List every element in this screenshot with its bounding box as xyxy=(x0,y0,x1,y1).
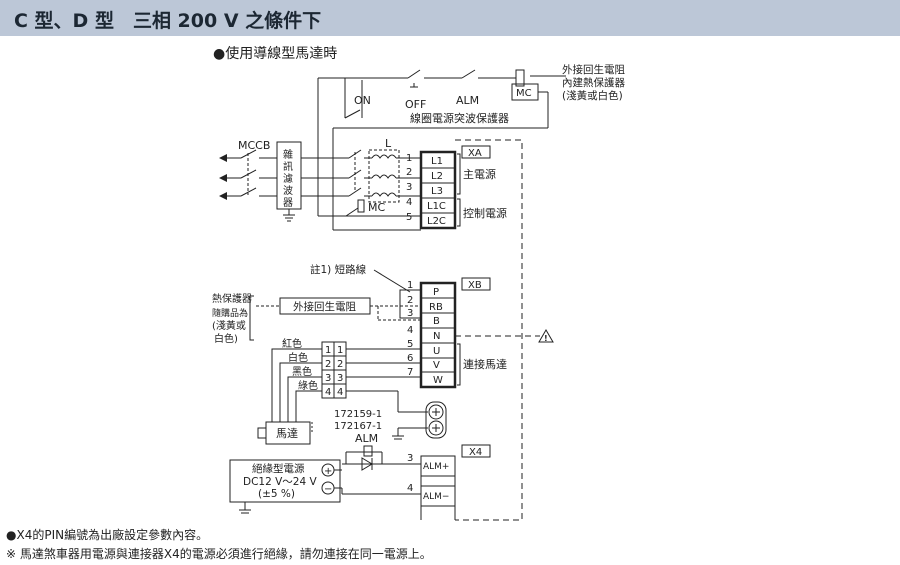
xb-pin-2: 2 xyxy=(407,295,413,306)
part-number-2: 172167-1 xyxy=(334,421,382,432)
main-power-label: 主電源 xyxy=(463,167,496,181)
thermal-protector-line3: (淺黃或 xyxy=(212,319,246,332)
xa-terminal-l1: L1 xyxy=(431,156,443,167)
mc-contact-label: MC xyxy=(368,201,385,214)
psu-plus: + xyxy=(324,466,332,477)
mccb-label: MCCB xyxy=(238,139,270,152)
xb-pin-7: 7 xyxy=(407,367,413,378)
psu-tolerance: (±5 %) xyxy=(258,488,295,500)
noise-filter-char-5: 器 xyxy=(283,197,293,209)
mc-coil-label: MC xyxy=(516,88,532,99)
wire-color-white: 白色 xyxy=(288,351,308,364)
wire-num-3a: 3 xyxy=(325,373,331,384)
noise-filter-char-4: 波 xyxy=(283,184,293,197)
xa-label: XA xyxy=(468,148,482,159)
xb-pin-1: 1 xyxy=(407,280,413,291)
footnote-isolation: ※ 馬達煞車器用電源與連接器X4的電源必須進行絕緣，請勿連接在同一電源上。 xyxy=(6,547,432,561)
psu-minus: − xyxy=(324,484,332,495)
wire-num-3b: 3 xyxy=(337,373,343,384)
surge-protector-label: 線圈電源突波保護器 xyxy=(410,111,509,125)
noise-filter-char-2: 訊 xyxy=(283,160,293,173)
header-bar: C 型、D 型 三相 200 V 之條件下 xyxy=(0,0,900,36)
xa-pin-3: 3 xyxy=(406,182,412,193)
xb-terminal-p: P xyxy=(433,287,439,298)
motor-connect-label: 連接馬達 xyxy=(463,357,507,371)
xb-terminal-n: N xyxy=(433,331,440,342)
x4-pin-3: 3 xyxy=(407,453,413,464)
wire-num-1b: 1 xyxy=(337,345,343,356)
thermal-protector-line4: 白色) xyxy=(214,332,238,345)
xb-label: XB xyxy=(468,280,482,291)
page-title: C 型、D 型 三相 200 V 之條件下 xyxy=(14,10,322,32)
xb-pin-4: 4 xyxy=(407,325,413,336)
thermal-note-line2: 內建熱保護器 xyxy=(562,76,625,89)
xa-pin-1: 1 xyxy=(406,153,412,164)
x4-pin-4: 4 xyxy=(407,483,413,494)
thermal-note-line1: 外接回生電阻 xyxy=(562,63,625,76)
noise-filter-char-3: 濾 xyxy=(283,172,293,185)
xa-terminal-l2c: L2C xyxy=(427,216,446,227)
wire-num-1a: 1 xyxy=(325,345,331,356)
wire-color-black: 黑色 xyxy=(292,365,312,378)
wire-num-2b: 2 xyxy=(337,359,343,370)
xa-pin-4: 4 xyxy=(406,197,412,208)
thermal-note-line3: (淺黃或白色) xyxy=(562,89,623,102)
xb-terminal-w: W xyxy=(433,375,443,386)
x4-alm-plus: ALM+ xyxy=(423,462,449,472)
ext-resistor-label: 外接回生電阻 xyxy=(293,300,356,313)
reactor-label: L xyxy=(385,137,392,150)
x4-label: X4 xyxy=(469,447,482,458)
wire-num-4a: 4 xyxy=(325,387,331,398)
xb-terminal-rb: RB xyxy=(429,302,443,313)
footnote-x4-pin: ●X4的PIN編號為出廠設定參數內容。 xyxy=(6,528,209,542)
wire-num-2a: 2 xyxy=(325,359,331,370)
wire-num-4b: 4 xyxy=(337,387,343,398)
xb-terminal-b: B xyxy=(433,316,440,327)
xa-pin-2: 2 xyxy=(406,167,412,178)
thermal-protector-line1: 熱保護器 xyxy=(212,292,252,305)
off-switch-label: OFF xyxy=(405,98,426,111)
control-power-label: 控制電源 xyxy=(463,206,507,220)
xb-pin-3: 3 xyxy=(407,308,413,319)
wire-color-red: 紅色 xyxy=(282,337,302,350)
wire-color-green: 綠色 xyxy=(298,379,318,392)
xa-terminal-l1c: L1C xyxy=(427,201,446,212)
diagram-subtitle: ●使用導線型馬達時 xyxy=(213,45,337,62)
psu-title: 絕緣型電源 xyxy=(252,462,305,475)
warning-icon: ! xyxy=(544,334,548,343)
noise-filter-char-1: 雜 xyxy=(283,148,293,161)
short-wire-label: 註1) 短路線 xyxy=(310,263,367,276)
part-number-1: 172159-1 xyxy=(334,409,382,420)
xb-terminal-u: U xyxy=(433,346,440,357)
x4-relay-label: ALM xyxy=(355,432,378,445)
xb-pin-6: 6 xyxy=(407,353,413,364)
xa-terminal-l3: L3 xyxy=(431,186,443,197)
thermal-protector-line2: 隨購品為 xyxy=(212,307,248,319)
psu-voltage: DC12 V〜24 V xyxy=(243,476,317,488)
x4-alm-minus: ALM− xyxy=(423,492,449,502)
xa-terminal-l2: L2 xyxy=(431,171,443,182)
xa-pin-5: 5 xyxy=(406,212,412,223)
xb-terminal-v: V xyxy=(433,360,440,371)
motor-label: 馬達 xyxy=(276,427,298,440)
xb-pin-5: 5 xyxy=(407,339,413,350)
alm-switch-label: ALM xyxy=(456,94,479,107)
on-switch-label: ON xyxy=(354,94,371,107)
